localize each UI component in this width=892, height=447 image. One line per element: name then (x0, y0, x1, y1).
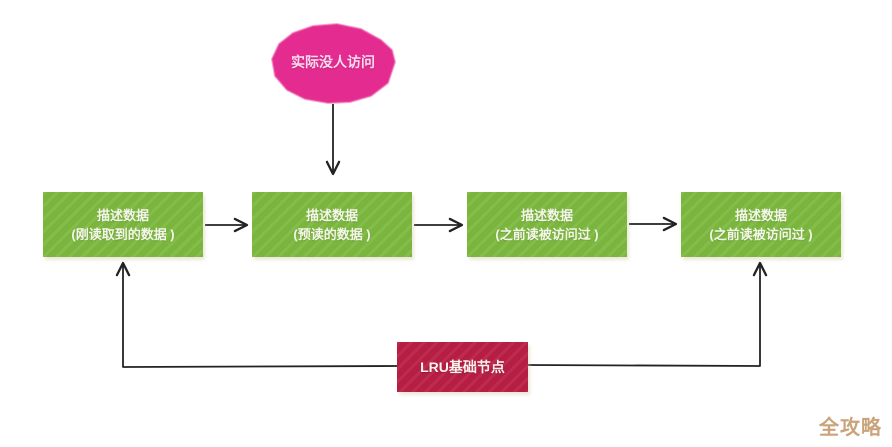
node-box-accessed-before-1: 描述数据 (之前读被访问过 ) (467, 192, 627, 257)
node-subtitle: (刚读取到的数据 ) (71, 226, 175, 242)
node-box-preread: 描述数据 (预读的数据 ) (252, 192, 412, 257)
node-subtitle: (预读的数据 ) (293, 226, 371, 242)
node-subtitle: (之前读被访问过 ) (709, 226, 813, 242)
node-title: 描述数据 (734, 207, 787, 223)
node-subtitle: (之前读被访问过 ) (495, 226, 599, 242)
node-box-just-read: 描述数据 (刚读取到的数据 ) (43, 192, 203, 257)
node-title: 描述数据 (520, 207, 573, 223)
cloud-label: 实际没人访问 (291, 54, 375, 70)
cloud-shape (272, 24, 395, 103)
node-title: 描述数据 (305, 207, 358, 223)
lru-label: LRU基础节点 (420, 359, 505, 375)
node-box-accessed-before-2: 描述数据 (之前读被访问过 ) (681, 192, 841, 257)
watermark-text: 全攻略 (819, 417, 882, 439)
lru-base-node-box: LRU基础节点 (397, 342, 528, 392)
arrow-lru-to-node4 (527, 261, 768, 367)
node-title: 描述数据 (96, 207, 149, 223)
cloud-shape-texture (270, 22, 397, 105)
arrow-lru-to-node1 (115, 261, 398, 368)
